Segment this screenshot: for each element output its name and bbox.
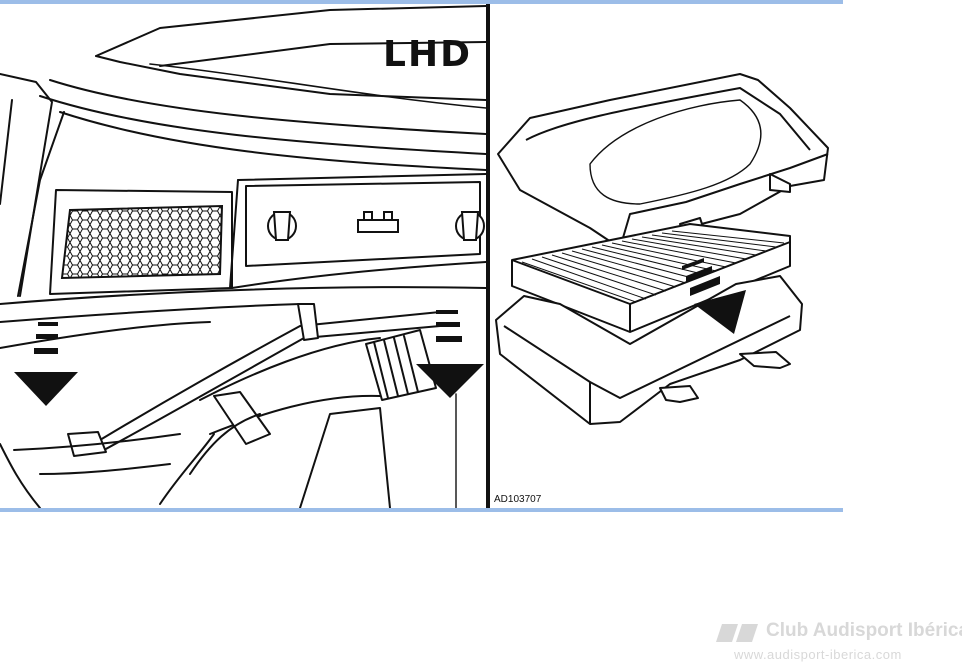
down-arrow-filter bbox=[682, 258, 746, 334]
figure-reference-code: AD103707 bbox=[494, 494, 542, 505]
panel-clip-icons bbox=[267, 211, 485, 241]
down-arrow-left bbox=[14, 322, 78, 406]
down-arrow-right bbox=[416, 310, 484, 398]
top-blue-rule bbox=[0, 0, 843, 4]
cowl-illustration: LHD bbox=[0, 5, 486, 508]
filter-housing-illustration: AD103707 bbox=[494, 73, 829, 505]
grille-honeycomb bbox=[60, 204, 224, 280]
club-logo-icon bbox=[716, 624, 758, 642]
filter-pleats bbox=[521, 230, 785, 303]
watermark: Club Audisport Ibérica www.audisport-ibe… bbox=[716, 618, 962, 664]
watermark-url: www.audisport-iberica.com bbox=[734, 647, 902, 662]
filter-element bbox=[511, 223, 791, 333]
lhd-label: LHD bbox=[383, 34, 472, 75]
housing-lid bbox=[497, 73, 829, 249]
watermark-title: Club Audisport Ibérica bbox=[766, 620, 962, 641]
bottom-blue-rule bbox=[0, 508, 843, 512]
filter-housing-illustration-panel: AD103707 bbox=[490, 4, 843, 508]
panel-divider bbox=[486, 4, 490, 508]
cowl-illustration-panel: LHD bbox=[0, 4, 486, 508]
